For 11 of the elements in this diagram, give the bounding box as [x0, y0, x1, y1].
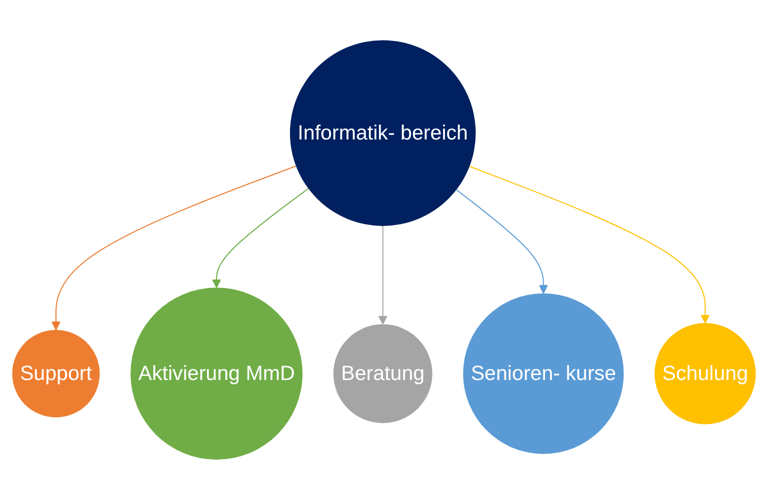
node-circle: Schulung: [654, 323, 756, 424]
arrow: [212, 188, 309, 288]
arrow: [378, 226, 388, 325]
node-circle: Beratung: [333, 324, 432, 424]
node-circle: Aktivierung MmD: [130, 288, 303, 460]
arrow: [469, 166, 710, 324]
node-circle: Informatik- bereich: [290, 40, 476, 226]
arrow: [456, 189, 548, 294]
arrow: [51, 166, 296, 330]
node-circle: Senioren- kurse: [463, 293, 624, 454]
node-circle: Support: [12, 330, 100, 418]
